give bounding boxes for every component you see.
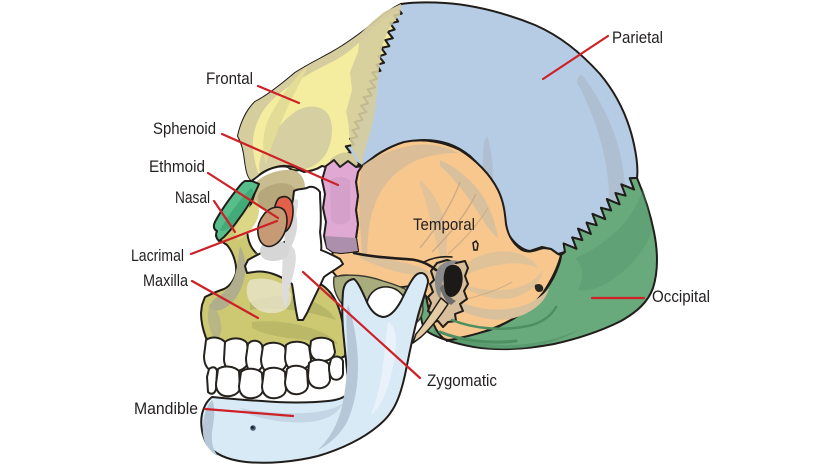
svg-text:Temporal: Temporal [413, 215, 475, 234]
svg-text:Occipital: Occipital [652, 287, 710, 306]
svg-text:Mandible: Mandible [134, 399, 198, 418]
svg-text:Nasal: Nasal [175, 188, 210, 207]
svg-text:Zygomatic: Zygomatic [427, 371, 497, 390]
svg-text:Parietal: Parietal [612, 28, 663, 47]
svg-text:Frontal: Frontal [206, 69, 253, 88]
svg-text:Sphenoid: Sphenoid [153, 119, 216, 138]
svg-text:Lacrimal: Lacrimal [131, 246, 184, 265]
svg-text:Maxilla: Maxilla [143, 271, 188, 290]
svg-text:Ethmoid: Ethmoid [149, 157, 205, 176]
